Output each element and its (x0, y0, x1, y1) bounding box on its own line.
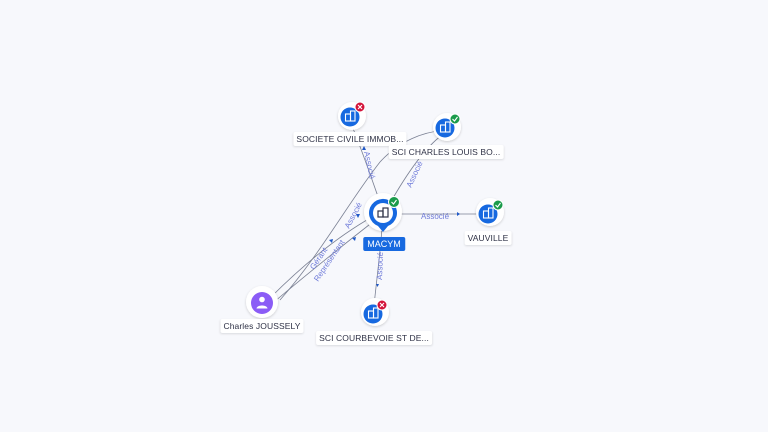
check-icon (495, 202, 501, 208)
edge-label-courbevoie: Associé (375, 251, 385, 280)
close-icon (357, 104, 363, 110)
node-center-macym[interactable] (364, 193, 402, 232)
node-societe[interactable] (338, 101, 366, 130)
edge-label-vauville: Associé (421, 212, 450, 221)
node-label-joussely[interactable]: Charles JOUSSELY (220, 319, 304, 333)
node-label-societe[interactable]: SOCIETE CIVILE IMMOB... (293, 132, 407, 146)
building-icon (439, 121, 451, 133)
building-icon (482, 207, 494, 219)
arrow-courbevoie (376, 284, 379, 287)
node-joussely-disc (251, 292, 273, 314)
node-joussely[interactable] (246, 286, 278, 318)
arrow-vauville (457, 212, 460, 216)
arrow-societe (362, 146, 366, 150)
building-icon (367, 307, 379, 319)
building-icon (377, 207, 389, 218)
status-active-badge (449, 113, 461, 125)
node-sci-charles[interactable] (433, 113, 461, 141)
edge-joussely-center-representant (273, 220, 375, 303)
status-active-badge (492, 199, 504, 211)
check-icon (391, 199, 397, 205)
node-label-courbevoie[interactable]: SCI COURBEVOIE ST DE... (316, 331, 432, 345)
building-icon (344, 110, 356, 122)
node-label-vauville[interactable]: VAUVILLE (464, 231, 512, 245)
status-active-badge (388, 196, 400, 208)
arrow-gerant (329, 239, 333, 243)
node-courbevoie[interactable] (361, 298, 389, 326)
node-label-sci-charles[interactable]: SCI CHARLES LOUIS BO... (388, 145, 504, 159)
edge-joussely-sci-charles (279, 130, 441, 301)
arrow-joussely-sci (356, 214, 360, 218)
close-icon (379, 302, 385, 308)
check-icon (452, 116, 458, 122)
person-icon (256, 296, 268, 309)
arrow-representant (352, 237, 356, 241)
center-label-macym[interactable]: MACYM (363, 237, 405, 251)
edge-joussely-center-gerant (269, 216, 373, 299)
node-vauville[interactable] (476, 198, 504, 226)
edge-label-joussely-sci: Associé (343, 200, 364, 229)
edge-label-societe: Associé (362, 151, 377, 181)
